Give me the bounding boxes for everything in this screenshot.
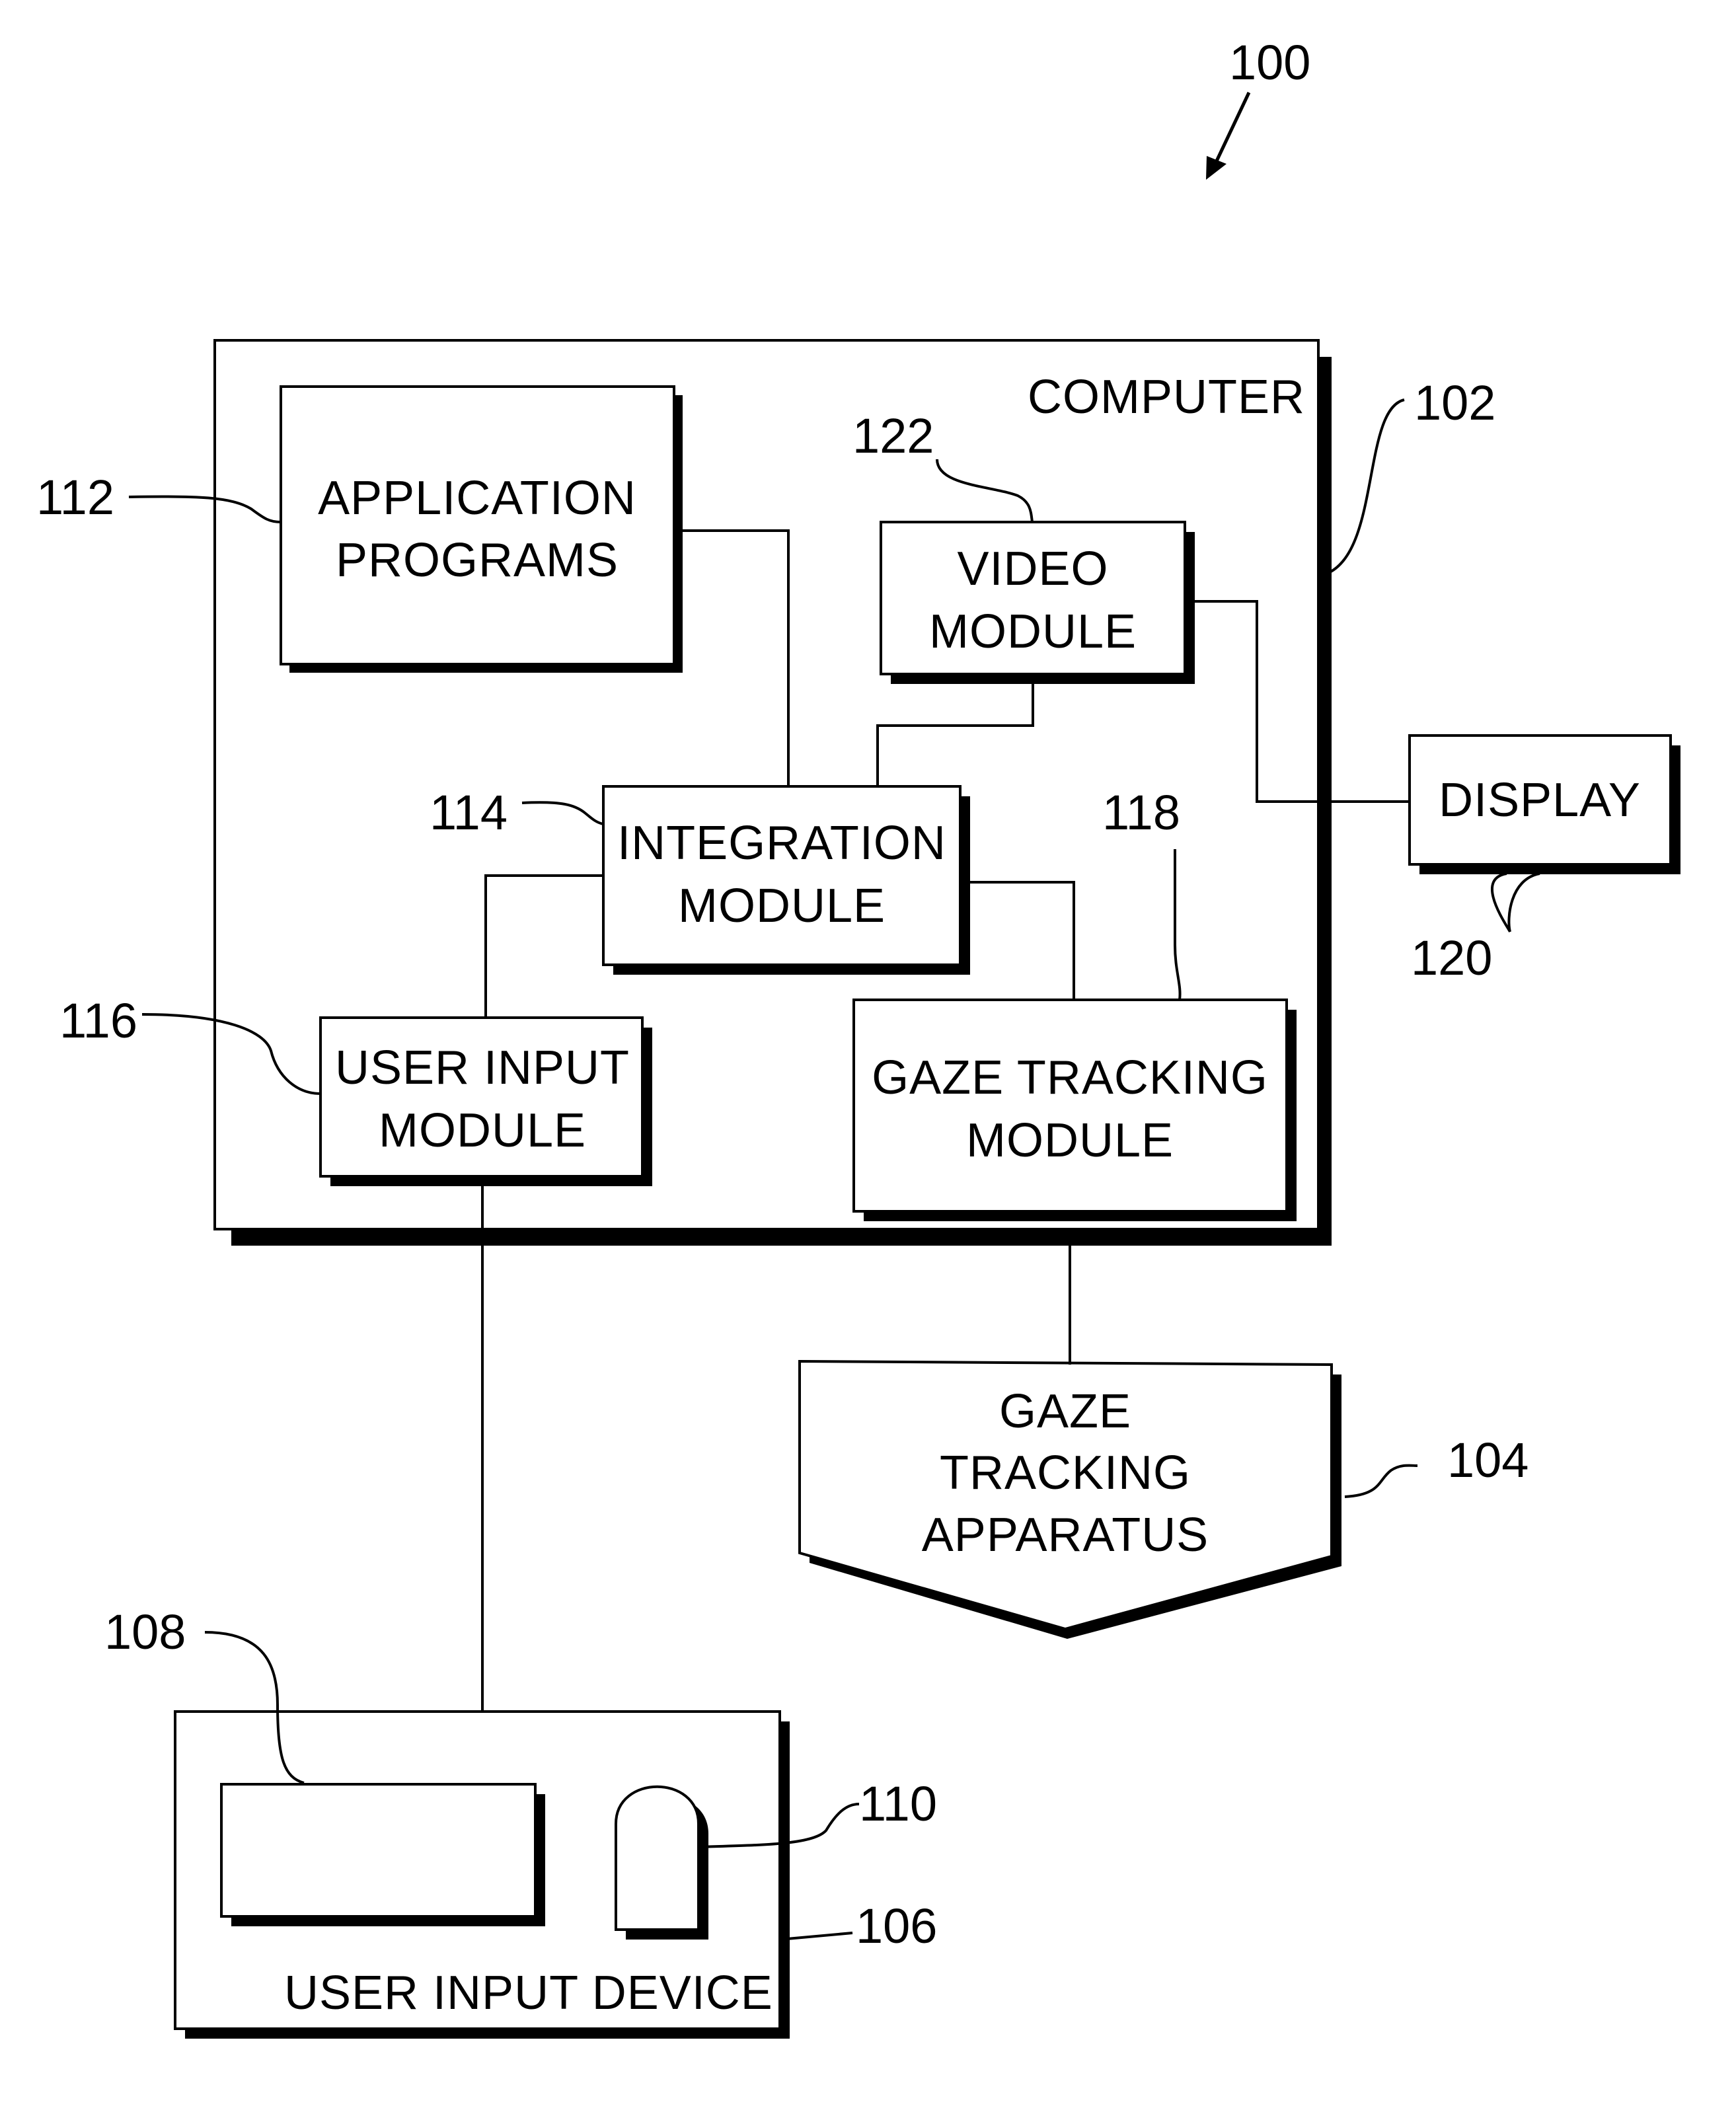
mouse-ref: 110 [859, 1776, 937, 1831]
display-ref: 120 [1411, 930, 1492, 985]
application-programs-ref: 112 [36, 470, 114, 525]
user-input-device-label: USER INPUT DEVICE [284, 1967, 773, 2019]
user-input-module-line1: USER INPUT [335, 1041, 630, 1094]
gaze-tracking-apparatus-line3: APPARATUS [922, 1509, 1209, 1562]
gaze-tracking-module-line1: GAZE TRACKING [872, 1051, 1268, 1104]
keyboard-ref: 108 [104, 1604, 186, 1659]
figure-number: 100 [1229, 35, 1310, 90]
integration-module-line2: MODULE [678, 880, 886, 932]
computer-leader [1323, 400, 1404, 575]
video-module-line2: MODULE [929, 605, 1137, 658]
gaze-tracking-module-box [854, 1000, 1297, 1221]
figure-pointer-arrow [1206, 93, 1249, 180]
computer-ref: 102 [1414, 375, 1495, 430]
gaze-tracking-apparatus-ref: 104 [1447, 1433, 1528, 1488]
application-programs-line1: APPLICATION [318, 472, 636, 525]
integration-module-line1: INTEGRATION [617, 817, 946, 870]
video-module-line1: VIDEO [957, 543, 1108, 595]
video-module-ref: 122 [852, 408, 934, 463]
display-leader [1492, 874, 1540, 932]
mouse-shape [616, 1787, 708, 1940]
computer-label: COMPUTER [1028, 371, 1305, 424]
gaze-tracking-module-line2: MODULE [966, 1114, 1174, 1167]
user-input-module-line2: MODULE [379, 1104, 586, 1157]
gaze-tracking-apparatus-line2: TRACKING [940, 1447, 1191, 1499]
user-input-device-ref: 106 [856, 1899, 937, 1953]
gaze-tracking-module-ref: 118 [1102, 785, 1180, 840]
gaze-tracking-apparatus-leader [1345, 1466, 1417, 1497]
integration-module-ref: 114 [430, 785, 508, 840]
keyboard-shape [221, 1784, 545, 1926]
display-label: DISPLAY [1439, 774, 1641, 827]
application-programs-line2: PROGRAMS [336, 534, 619, 587]
user-input-device-leader [780, 1933, 852, 1940]
gaze-tracking-apparatus-line1: GAZE [999, 1385, 1131, 1438]
user-input-module-ref: 116 [59, 993, 137, 1048]
application-programs-box [281, 387, 683, 673]
